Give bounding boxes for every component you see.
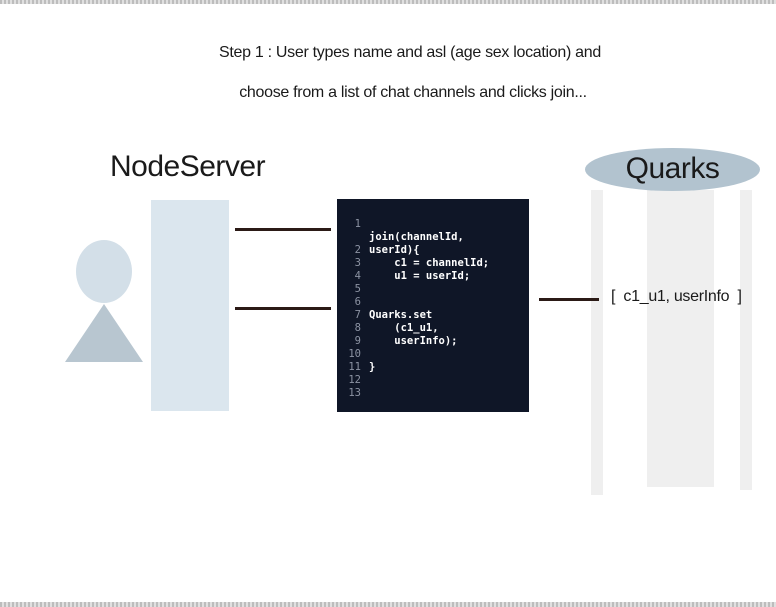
code-text: userId){ [369,244,420,256]
line-number: 9 [354,335,361,347]
connector-line-quarks [539,298,599,301]
quarks-column-middle [647,190,714,487]
code-text: userInfo); [369,335,458,347]
top-border [0,0,776,4]
code-text: c1 = channelId; [369,257,490,269]
quarks-entry: [ c1_u1, userInfo ] [611,288,742,305]
code-text: } [369,361,376,373]
line-number: 13 [348,387,361,399]
line-number: 12 [348,374,361,386]
code-line: 7 (c1_u1, [337,296,529,334]
line-number: 10 [348,348,361,360]
code-line: 13 [337,374,529,399]
quarks-cylinder-top [585,148,760,191]
quarks-column-right [740,190,752,490]
connector-line-bottom [235,307,331,310]
caption-line-1: Step 1 : User types name and asl (age se… [219,44,601,61]
code-text: Quarks.set [369,309,433,321]
code-line: 10 } [337,335,529,373]
code-line: 5 [337,270,529,295]
user-head-shape [76,240,132,303]
code-text: u1 = userId; [369,270,471,282]
nodeserver-title: NodeServer [110,150,266,183]
code-line: 6 Quarks.set [337,283,529,321]
code-text: (c1_u1, [369,322,439,334]
line-number: 11 [348,361,361,373]
line-number: 7 [354,309,361,321]
code-line: userId){ [337,218,529,256]
line-number: 4 [354,270,361,282]
code-line: 2 c1 = channelId; [337,231,529,269]
code-line: 8 userInfo); [337,309,529,347]
code-line: 4 [337,257,529,282]
caption-line-2: choose from a list of chat channels and … [239,84,587,101]
bottom-border [0,602,776,607]
code-line: 12 [337,361,529,386]
connector-line-top [235,228,331,231]
code-text: join(channelId, [369,231,464,243]
line-number: 6 [354,296,361,308]
nodeserver-column [151,200,229,411]
user-body-shape [65,304,143,362]
code-panel: 1 join(channelId, userId){ 2 c1 = channe… [337,199,529,412]
quarks-column-left [591,190,603,495]
line-number: 5 [354,283,361,295]
line-number: 8 [354,322,361,334]
code-line: 9 [337,322,529,347]
line-number: 3 [354,257,361,269]
code-line: 3 u1 = userId; [337,244,529,282]
line-number: 2 [354,244,361,256]
quarks-title: Quarks [625,152,720,185]
line-number: 1 [354,218,361,230]
code-line: 11 [337,348,529,373]
code-line: 1 join(channelId, [337,205,529,243]
